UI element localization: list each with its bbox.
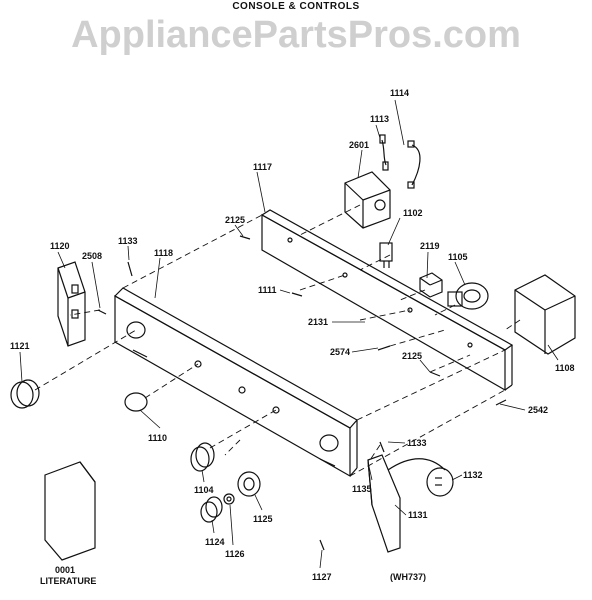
timer-motor [344,171,391,229]
knob-1125 [237,471,261,497]
connector-1132 [426,467,454,497]
screws [97,235,507,551]
knob-1121 [10,379,40,409]
washer-1126 [223,493,235,505]
label-2125-top: 2125 [225,215,245,225]
label-1102: 1102 [403,208,423,218]
label-0001: 0001 [55,565,75,575]
bracket-1120 [57,261,86,347]
label-2508: 2508 [82,251,102,261]
pressure-switch-1131 [367,454,446,553]
switch-1102 [379,242,393,268]
label-2574: 2574 [330,347,350,357]
knob-1110 [124,392,148,412]
label-1133-bottom: 1133 [407,438,427,448]
literature-booklet [44,461,96,561]
label-1132: 1132 [463,470,483,480]
back-bracket [260,209,514,392]
switch-2119 [419,272,443,298]
buzzer-1105 [447,282,489,310]
label-1127: 1127 [312,572,332,582]
label-1121: 1121 [10,341,30,351]
knob-1104 [190,442,215,472]
label-2601: 2601 [349,140,369,150]
part-labels: 1114 1113 2601 1117 2125 1102 2119 1105 … [10,88,575,586]
control-box-1108 [514,274,576,355]
knob-1124 [200,496,223,523]
label-1125: 1125 [253,514,273,524]
label-2131: 2131 [308,317,328,327]
label-1114: 1114 [390,88,409,98]
label-literature: LITERATURE [40,576,96,586]
label-1120: 1120 [50,241,70,251]
label-1117: 1117 [253,162,272,172]
label-1104: 1104 [194,485,214,495]
label-2125-bottom: 2125 [402,351,422,361]
leader-lines [19,99,559,569]
label-1105: 1105 [448,252,468,262]
watermark: AppliancePartsPros.com [71,14,521,56]
label-1131: 1131 [408,510,428,520]
label-1135: 1135 [352,484,372,494]
label-1126: 1126 [225,549,245,559]
label-1111: 1111 [258,285,277,295]
label-1110: 1110 [148,433,167,443]
wire-harness-1113 [379,134,389,171]
diagram-title: CONSOLE & CONTROLS [232,1,360,12]
label-1113: 1113 [370,114,389,124]
label-1108: 1108 [555,363,575,373]
label-2542: 2542 [528,405,548,415]
diagram-code: (WH737) [390,572,426,582]
label-1124: 1124 [205,537,225,547]
wire-harness-1114 [407,140,421,189]
label-2119: 2119 [420,241,440,251]
label-1118: 1118 [154,248,173,258]
label-1133-top: 1133 [118,236,138,246]
